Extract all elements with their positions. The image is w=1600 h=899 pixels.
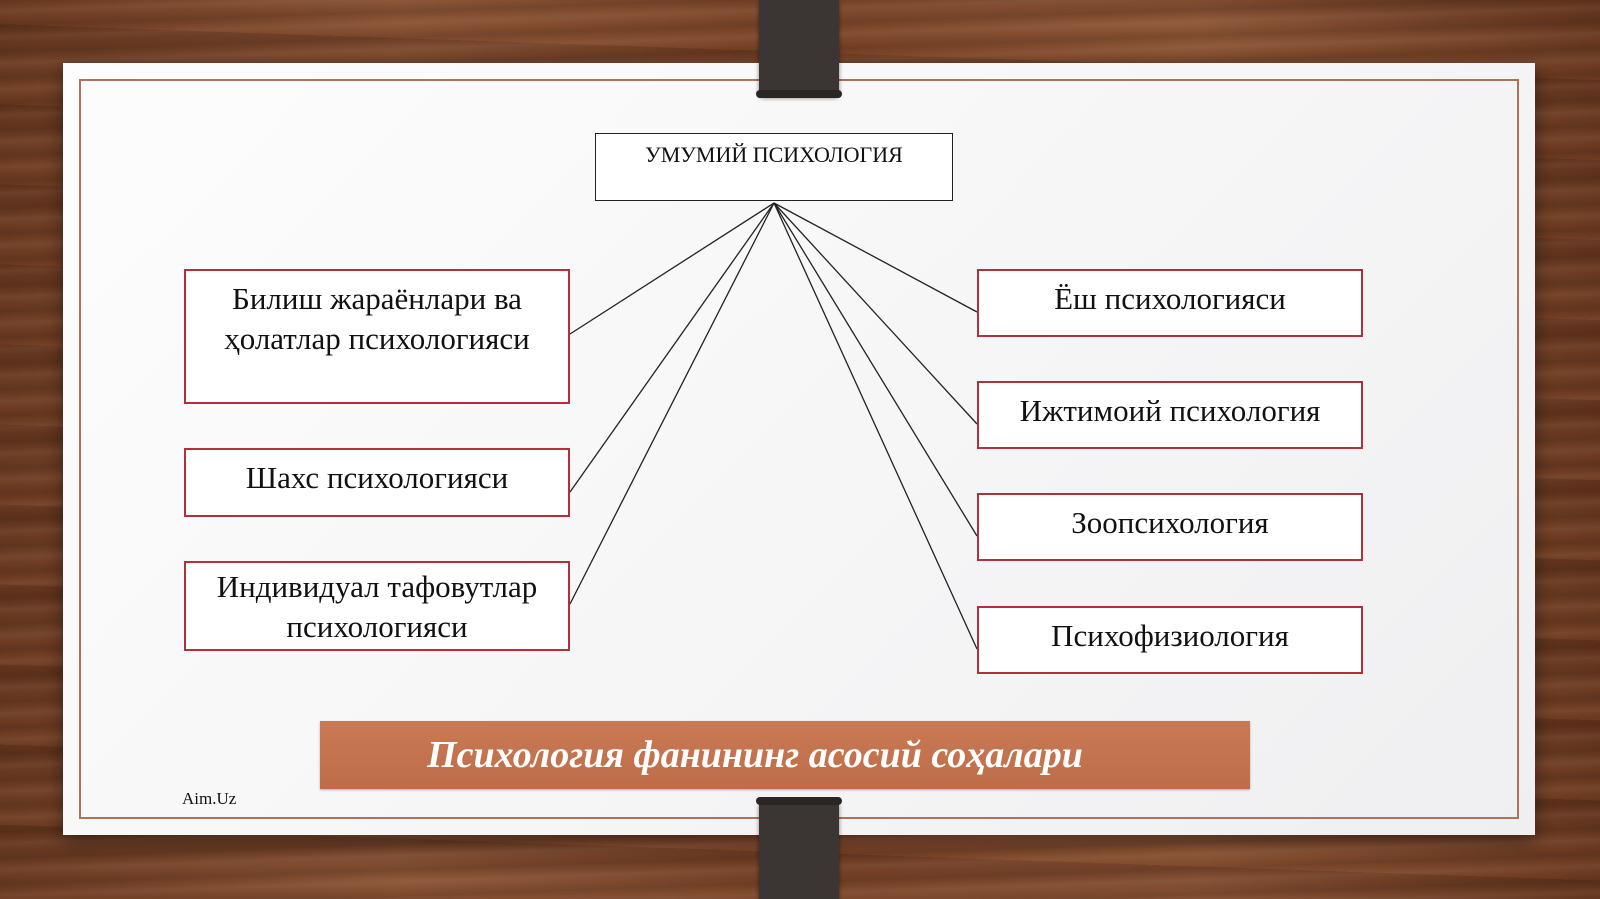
node-individual-differences: Индивидуал тафовутлар психологияси (184, 561, 570, 651)
root-node: УМУМИЙ ПСИХОЛОГИЯ (595, 133, 953, 201)
link-left-2 (569, 202, 775, 493)
node-cognitive-processes: Билиш жараёнлари ва ҳолатлар психологияс… (184, 269, 570, 404)
node-age-psychology: Ёш психологияси (977, 269, 1363, 337)
bottom-clip-edge (756, 797, 842, 805)
link-right-3 (773, 202, 978, 537)
link-right-1 (773, 202, 978, 313)
link-right-2 (773, 202, 978, 425)
node-personality: Шахс психологияси (184, 448, 570, 517)
link-left-3 (569, 202, 775, 605)
top-clip (759, 0, 839, 96)
credit-text: Aim.Uz (182, 789, 237, 808)
node-social-psychology: Ижтимоий психология (977, 381, 1363, 449)
node-psychophysiology: Психофизиология (977, 606, 1363, 674)
link-left-1 (569, 202, 775, 335)
node-zoopsychology: Зоопсихология (977, 493, 1363, 561)
bottom-clip (759, 801, 839, 899)
link-right-4 (773, 202, 978, 650)
top-clip-edge (756, 90, 842, 98)
slide-title: Психология фанининг асосий соҳалари (320, 721, 1250, 789)
